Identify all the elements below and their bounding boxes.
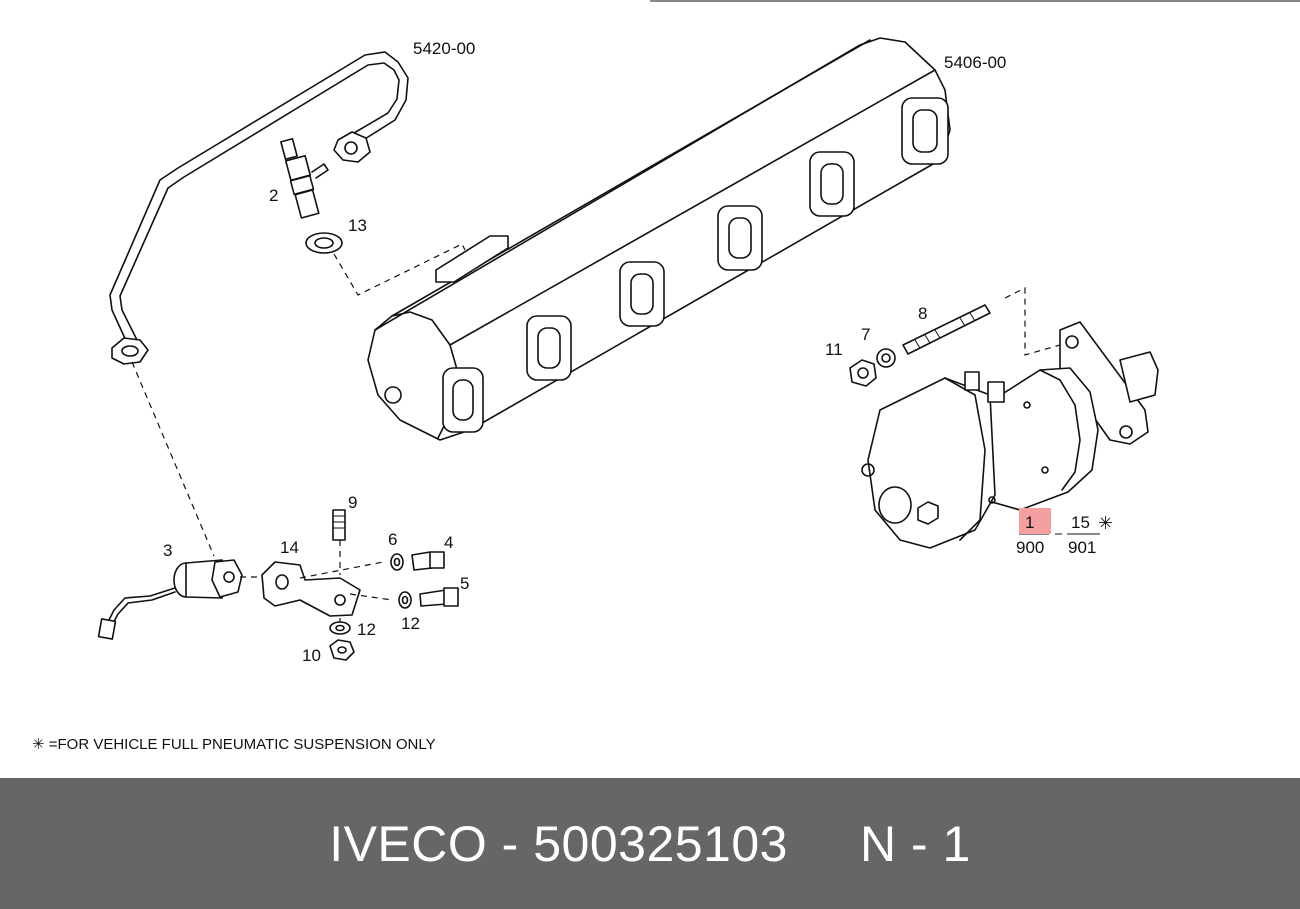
callout-15: 15 [1071,513,1090,532]
callout-12-bolt-washer: 12 [401,614,420,633]
air-pipe-drawing [109,51,409,365]
callout-6: 6 [388,530,397,549]
callout-8: 8 [918,304,927,323]
callout-7: 7 [861,325,870,344]
exhaust-manifold-drawing [367,37,951,441]
bracket-drawing [261,509,459,661]
callout-4: 4 [444,533,453,552]
callout-3: 3 [163,541,172,560]
sensor-drawing [97,559,243,640]
callout-901: 901 [1068,538,1096,557]
callout-14: 14 [280,538,299,557]
callout-9: 9 [348,493,357,512]
valve-drawing [280,137,343,254]
footer-bar: IVECO - 500325103 N - 1 [0,778,1300,909]
callout-13: 13 [348,216,367,235]
part-number-title: IVECO - 500325103 N - 1 [329,815,971,872]
callout-5406-00: 5406-00 [944,53,1006,72]
star-marker: ✳ [1098,513,1113,533]
exploded-parts-diagram: 5420-00 5406-00 2 13 8 7 11 1 900 15 ✳ 9… [32,0,1300,753]
callout-900: 900 [1016,538,1044,557]
callout-1[interactable]: 1 [1025,513,1034,532]
callout-5: 5 [460,574,469,593]
callout-2: 2 [269,186,278,205]
callout-highlight-box [1019,508,1051,534]
callout-10: 10 [302,646,321,665]
callout-11: 11 [825,340,843,359]
footnote-pneumatic-suspension: ✳ =FOR VEHICLE FULL PNEUMATIC SUSPENSION… [32,736,436,753]
callout-12-stud-washer: 12 [357,620,376,639]
callout-5420-00: 5420-00 [413,39,475,58]
assembly-dashed-lines [131,243,1061,622]
starter-motor-drawing [861,321,1159,549]
manifold-flanges [442,97,949,433]
stud-nut-washer-drawing [849,304,991,387]
